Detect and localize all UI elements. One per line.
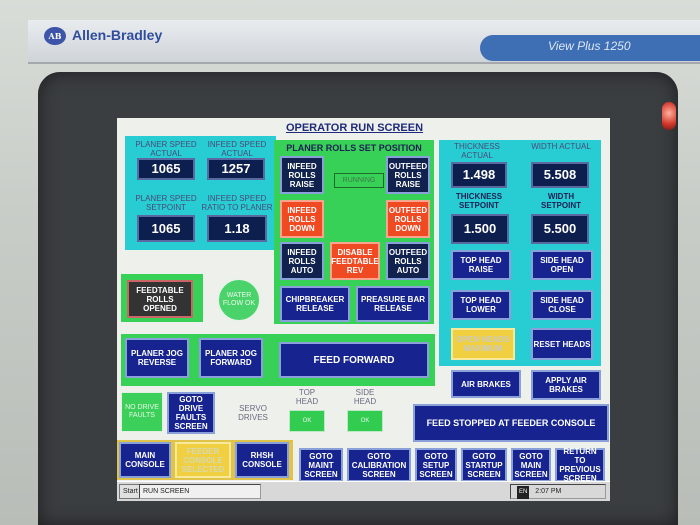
planer-speed-setpoint-input[interactable]: 1065 [137, 215, 195, 242]
rhsh-console-button[interactable]: RHSH CONSOLE [235, 442, 289, 478]
planer-rolls-panel: PLANER ROLLS SET POSITION RUNNING INFEED… [274, 140, 434, 324]
infeed-rolls-down-button[interactable]: INFEED ROLLS DOWN [280, 200, 324, 238]
goto-calibration-button[interactable]: GOTO CALIBRATION SCREEN [347, 448, 411, 482]
running-indicator: RUNNING [334, 173, 384, 188]
disable-feedtable-rev-button[interactable]: DISABLE FEEDTABLE REV [330, 242, 380, 280]
no-drive-faults-indicator: NO DRIVE FAULTS [121, 392, 163, 432]
chipbreaker-release-button[interactable]: CHIPBREAKER RELEASE [280, 286, 350, 322]
outfeed-rolls-auto-button[interactable]: OUTFEED ROLLS AUTO [386, 242, 430, 280]
dimensions-panel: THICKNESS ACTUAL 1.498 WIDTH ACTUAL 5.50… [439, 140, 601, 366]
feed-forward-button[interactable]: FEED FORWARD [279, 342, 429, 378]
open-heads-maximum-button[interactable]: OPEN HEADS MAXIMUM [451, 328, 515, 360]
preasure-bar-release-button[interactable]: PREASURE BAR RELEASE [356, 286, 430, 322]
infeed-rolls-raise-button[interactable]: INFEED ROLLS RAISE [280, 156, 324, 194]
jog-panel: PLANER JOG REVERSE PLANER JOG FORWARD FE… [121, 334, 435, 386]
infeed-rolls-auto-button[interactable]: INFEED ROLLS AUTO [280, 242, 324, 280]
air-brakes-button[interactable]: AIR BRAKES [451, 370, 521, 398]
system-tray: EN 2:07 PM [510, 484, 606, 499]
planer-speed-actual-label: PLANER SPEED ACTUAL [135, 140, 197, 158]
infeed-speed-actual-label: INFEED SPEED ACTUAL [207, 140, 267, 158]
return-previous-button[interactable]: RETURN TO PREVIOUS SCREEN [555, 447, 605, 483]
feedtable-rolls-opened-indicator: FEEDTABLE ROLLS OPENED [127, 280, 193, 318]
apply-air-brakes-button[interactable]: APPLY AIR BRAKES [531, 370, 601, 400]
status-led-icon [662, 102, 676, 130]
thickness-actual-value: 1.498 [451, 162, 507, 188]
planer-jog-reverse-button[interactable]: PLANER JOG REVERSE [125, 338, 189, 378]
hmi-screen: OPERATOR RUN SCREEN PLANER SPEED ACTUAL … [117, 118, 610, 501]
planer-speed-setpoint-label: PLANER SPEED SETPOINT [135, 194, 197, 212]
top-head-label: TOP HEAD [295, 388, 319, 406]
width-setpoint-label: WIDTH SETPOINT [540, 192, 581, 210]
start-label: Start [123, 488, 138, 495]
brand-name: Allen-Bradley [72, 27, 163, 43]
goto-startup-button[interactable]: GOTO STARTUP SCREEN [461, 448, 507, 482]
speed-panel: PLANER SPEED ACTUAL 1065 INFEED SPEED AC… [125, 136, 276, 250]
top-head-raise-button[interactable]: TOP HEAD RAISE [451, 250, 511, 280]
goto-drive-faults-button[interactable]: GOTO DRIVE FAULTS SCREEN [167, 392, 215, 434]
width-actual-value: 5.508 [531, 162, 589, 188]
width-actual-label: WIDTH ACTUAL [531, 142, 591, 151]
feedtable-status-panel: FEEDTABLE ROLLS OPENED [121, 274, 203, 322]
goto-maint-button[interactable]: GOTO MAINT SCREEN [299, 448, 343, 482]
planer-jog-forward-button[interactable]: PLANER JOG FORWARD [199, 338, 263, 378]
main-console-button[interactable]: MAIN CONSOLE [119, 442, 171, 478]
feed-stopped-indicator: FEED STOPPED AT FEEDER CONSOLE [413, 404, 609, 442]
infeed-speed-ratio-input[interactable]: 1.18 [207, 215, 267, 242]
top-head-drive-status: OK [289, 410, 325, 432]
planer-speed-actual-value: 1065 [137, 158, 195, 180]
taskbar-item-run-screen[interactable]: RUN SCREEN [139, 484, 261, 499]
language-indicator[interactable]: EN [517, 486, 530, 499]
console-select-panel: MAIN CONSOLE FEEDER CONSOLE SELECTED RHS… [117, 440, 293, 480]
infeed-speed-ratio-label: INFEED SPEED RATIO TO PLANER [201, 194, 273, 212]
page-title: OPERATOR RUN SCREEN [285, 122, 424, 134]
width-setpoint-input[interactable]: 5.500 [531, 214, 589, 244]
reset-heads-button[interactable]: RESET HEADS [531, 328, 593, 360]
thickness-setpoint-label: THICKNESS SETPOINT [455, 192, 503, 210]
water-flow-ok-indicator: WATER FLOW OK [217, 278, 261, 322]
servo-drives-label: SERVO DRIVES [238, 404, 268, 422]
allen-bradley-logo: AB [44, 27, 66, 45]
goto-setup-button[interactable]: GOTO SETUP SCREEN [415, 448, 457, 482]
thickness-setpoint-input[interactable]: 1.500 [451, 214, 509, 244]
outfeed-rolls-down-button[interactable]: OUTFEED ROLLS DOWN [386, 200, 430, 238]
side-head-label: SIDE HEAD [353, 388, 377, 406]
top-head-lower-button[interactable]: TOP HEAD LOWER [451, 290, 511, 320]
outfeed-rolls-raise-button[interactable]: OUTFEED ROLLS RAISE [386, 156, 430, 194]
planer-rolls-title: PLANER ROLLS SET POSITION [286, 143, 422, 153]
taskbar: Start RUN SCREEN EN 2:07 PM [117, 481, 610, 501]
model-name: View Plus 1250 [548, 39, 631, 53]
model-plate [480, 35, 700, 61]
infeed-speed-actual-value: 1257 [207, 158, 265, 180]
goto-main-button[interactable]: GOTO MAIN SCREEN [511, 448, 551, 482]
side-head-drive-status: OK [347, 410, 383, 432]
clock: 2:07 PM [535, 488, 562, 495]
side-head-close-button[interactable]: SIDE HEAD CLOSE [531, 290, 593, 320]
feeder-console-selected-button[interactable]: FEEDER CONSOLE SELECTED [175, 442, 231, 478]
thickness-actual-label: THICKNESS ACTUAL [454, 142, 500, 160]
side-head-open-button[interactable]: SIDE HEAD OPEN [531, 250, 593, 280]
